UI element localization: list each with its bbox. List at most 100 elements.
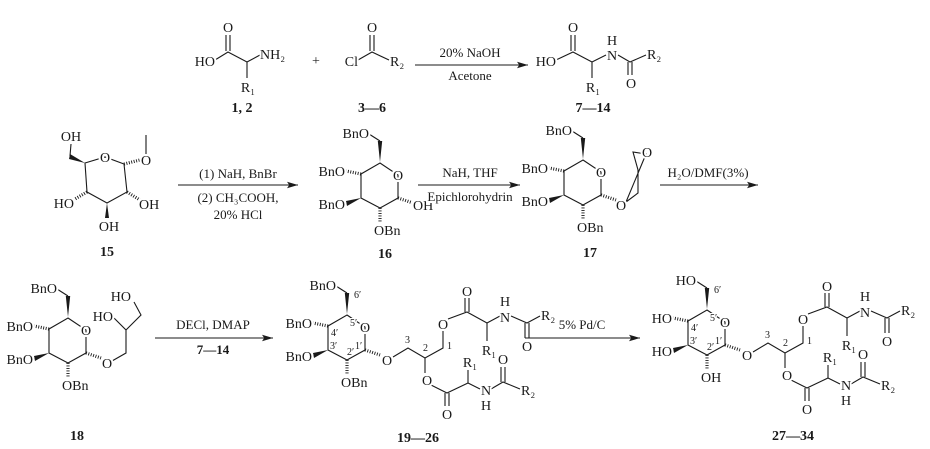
atom-label: HO [54,197,74,212]
atom-label: O [223,21,233,36]
atom-label: OH [139,198,159,213]
compound-label: 15 [100,245,114,260]
atom-label: O [102,357,112,372]
ester-oxygen: O [422,374,432,389]
atom-label: O [882,335,892,350]
reagent-label: DECl, DMAP [176,317,250,332]
epoxide-oxygen: O [642,146,652,161]
reaction-arrow-step1: 20% NaOH Acetone [415,43,528,85]
atom-label: BnO [343,127,369,142]
carbonyl-oxygen: O [802,403,812,418]
compound-label: 17 [583,246,597,261]
atom-label: N [841,379,851,394]
atom-label: R₂ [541,309,555,324]
atom-label: BnO [31,282,57,297]
compound-label: 19—26 [397,431,439,446]
reagent-label: (1) NaH, BnBr [199,166,277,181]
compound-label: 7—14 [576,101,611,116]
atom-label: N [500,311,510,326]
product-7-14: HO O H N R₂ O R₁ 7—14 [534,19,664,118]
compound-27-34: HO O HO HO OH O 6′ 5′ 4′ 3′ 2′ 1′ 3 2 1 … [650,272,918,420]
atom-label: R₂ [881,379,895,394]
locant: 2 [423,343,428,354]
atom-label: HO [652,345,672,360]
atom-label: OH [99,220,119,235]
locant: 2′ [347,347,354,358]
atom-label: O [742,349,752,364]
atom-label: BnO [522,195,548,210]
atom-label: H [500,295,510,310]
ring-oxygen: O [720,316,730,331]
reagent-label: Epichlorohydrin [427,189,513,204]
atom-label: R₁ [842,339,856,354]
atom-label: H [607,34,617,49]
atom-label: N [481,384,491,399]
atom-label: BnO [7,353,33,368]
reaction-arrow-step6: 5% Pd/C [525,315,640,342]
atom-label: R₂ [647,48,661,63]
atom-label: OH [61,130,81,145]
atom-label: O [626,77,636,92]
acyl-chloride-3-6: Cl O R₂ 3—6 [343,19,407,118]
locant: 3′ [330,341,337,352]
reaction-arrow-step4: H₂O/DMF(3%) [660,163,758,189]
reagent-label: (2) CH₃COOH, [197,190,278,205]
locant: 1′ [355,341,362,352]
ester-oxygen: O [798,313,808,328]
compound-15: OH O O OH OH HO 15 [52,128,161,262]
atom-label: Cl [345,55,358,70]
atom-label: HO [195,55,215,70]
locant: 1 [447,341,452,352]
atom-label: OBn [577,221,603,236]
carbonyl-oxygen: O [822,280,832,295]
locant: 6′ [354,290,361,301]
atom-label: R₁ [586,81,600,96]
atom-label: O [498,353,508,368]
reagent-label: NaH, THF [442,165,497,180]
compound-19-26: BnO O BnO BnO OBn O 6′ 5′ 4′ 3′ 2′ 1′ 3 … [284,277,558,425]
locant: 3 [405,335,410,346]
compound-label: 3—6 [358,101,386,116]
atom-label: H [481,399,491,414]
locant: 6′ [714,285,721,296]
ring-oxygen: O [81,324,91,339]
reagent-label: 7—14 [197,342,230,357]
locant: 3′ [690,336,697,347]
ring-oxygen: O [360,321,370,336]
atom-label: BnO [310,279,336,294]
locant: 3 [765,330,770,341]
atom-label: BnO [319,198,345,213]
atom-label: R₂ [521,384,535,399]
atom-label: O [141,154,151,169]
atom-label: O [522,340,532,355]
atom-label: O [367,21,377,36]
compound-label: 18 [70,429,84,444]
atom-label: OBn [374,224,400,239]
atom-label: BnO [286,350,312,365]
compound-18: BnO O BnO BnO OBn O HO HO [5,280,142,396]
atom-label: HO [111,290,131,305]
atom-label: OH [413,199,433,214]
atom-label: HO [93,310,113,325]
locant: 5′ [710,313,717,324]
atom-label: O [382,354,392,369]
reagent-label: 5% Pd/C [559,317,606,332]
atom-label: H [841,394,851,409]
atom-label: R₂ [901,304,915,319]
ring-oxygen: O [393,169,403,184]
reagent-label: 20% NaOH [439,45,500,60]
compound-17: BnO O BnO BnO OBn O O [520,122,655,238]
ester-oxygen: O [782,369,792,384]
carbonyl-oxygen: O [442,408,452,423]
reagent-label: 20% HCl [214,207,263,222]
reaction-arrow-step2: (1) NaH, BnBr (2) CH₃COOH, 20% HCl [178,164,298,224]
atom-label: OBn [341,376,367,391]
plus-sign: + [312,54,320,69]
atom-label: N [860,306,870,321]
atom-label: OH [701,371,721,386]
locant: 5′ [350,318,357,329]
reaction-arrow-step3: NaH, THF Epichlorohydrin [418,163,520,206]
atom-label: BnO [7,320,33,335]
ester-oxygen: O [438,318,448,333]
